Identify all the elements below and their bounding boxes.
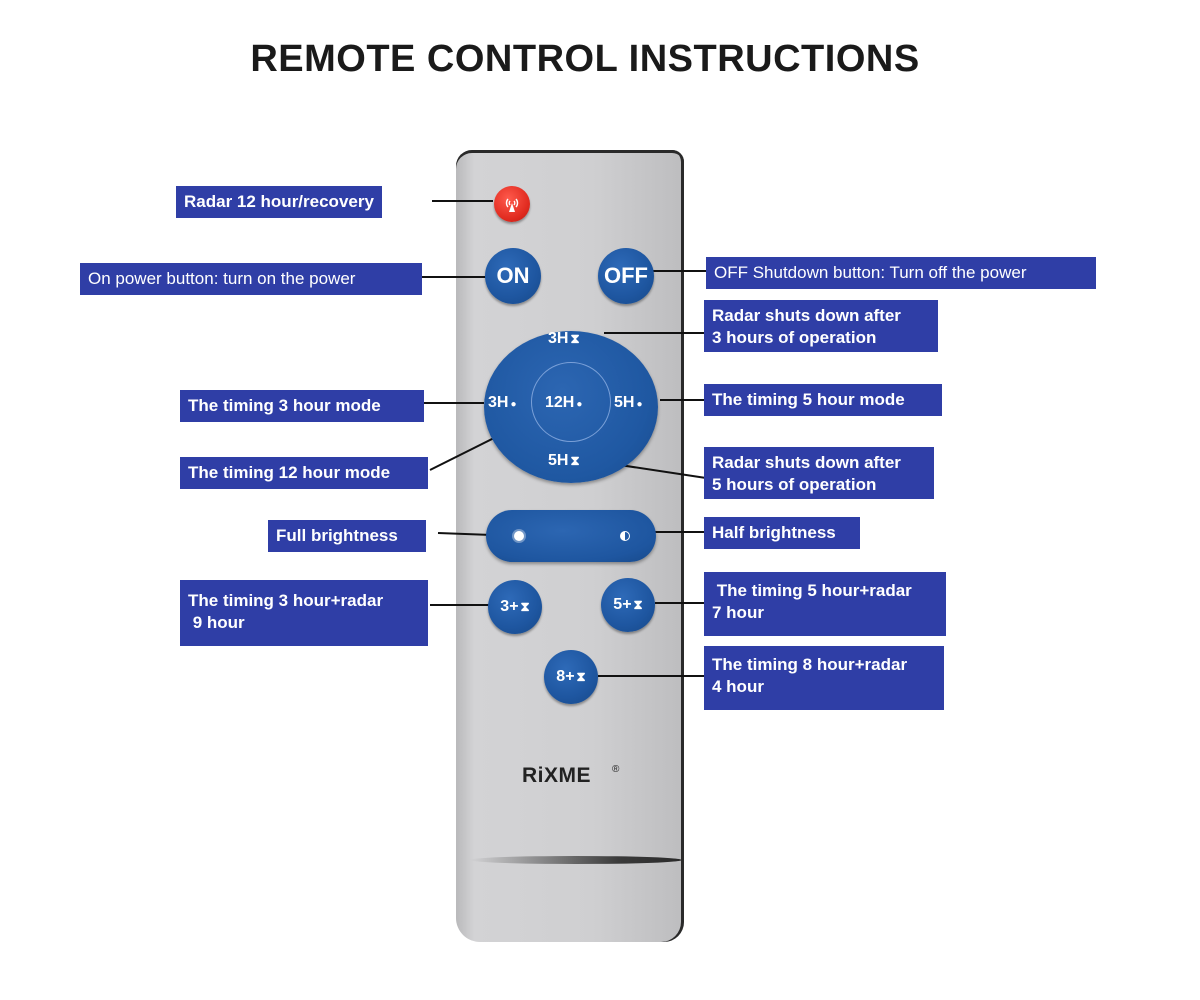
label-timing-5h-radar-line2: 7 hour — [712, 603, 764, 622]
brand-logo: RiXME — [522, 764, 592, 787]
radar-antenna-icon: ⧗ — [520, 599, 530, 614]
timing-5h-radar-label: 5+ — [613, 596, 632, 613]
page-title: REMOTE CONTROL INSTRUCTIONS — [250, 38, 920, 80]
registered-mark: ® — [612, 764, 620, 775]
dpad-top-label: 3H — [548, 330, 569, 347]
label-radar-3h-line1: Radar shuts down after — [712, 306, 901, 325]
dpad-bottom-5h-radar-button[interactable]: 5H⧗ — [548, 452, 580, 470]
label-timing-5h-radar-line1: The timing 5 hour+radar — [712, 581, 912, 600]
label-timing-3h: The timing 3 hour mode — [180, 390, 424, 422]
label-timing-12h: The timing 12 hour mode — [180, 457, 428, 489]
label-on-power: On power button: turn on the power — [80, 263, 422, 295]
dpad-right-label: 5H — [614, 394, 635, 411]
brightness-rocker[interactable] — [486, 510, 656, 562]
label-radar-5h-line2: 5 hours of operation — [712, 475, 877, 494]
label-off-power: OFF Shutdown button: Turn off the power — [706, 257, 1096, 289]
dpad-left-label: 3H — [488, 394, 509, 411]
label-timing-5h: The timing 5 hour mode — [704, 384, 942, 416]
label-timing-3h-radar: The timing 3 hour+radar 9 hour — [180, 580, 428, 646]
label-timing-8h-radar-line2: 4 hour — [712, 677, 764, 696]
label-radar-5h-line1: Radar shuts down after — [712, 453, 901, 472]
label-timing-8h-radar: The timing 8 hour+radar 4 hour — [704, 646, 944, 710]
off-button[interactable]: OFF — [598, 248, 654, 304]
dpad-center-ring — [531, 362, 611, 442]
timing-8h-radar-button[interactable]: 8+⧗ — [544, 650, 598, 704]
radar-antenna-icon — [505, 198, 519, 212]
label-timing-5h-radar: The timing 5 hour+radar 7 hour — [704, 572, 946, 636]
label-radar-3h-line2: 3 hours of operation — [712, 328, 877, 347]
timing-3h-radar-label: 3+ — [500, 598, 519, 615]
label-full-brightness: Full brightness — [268, 520, 426, 552]
dpad-left-3h-button[interactable]: 3H● — [488, 394, 517, 412]
radar-antenna-icon: ⧗ — [576, 669, 586, 684]
light-dot-icon: ● — [510, 399, 517, 410]
label-radar-3h: Radar shuts down after 3 hours of operat… — [704, 300, 938, 352]
dpad-bottom-label: 5H — [548, 452, 569, 469]
light-dot-icon: ● — [636, 399, 643, 410]
label-half-brightness: Half brightness — [704, 517, 860, 549]
dpad-right-5h-button[interactable]: 5H● — [614, 394, 643, 412]
dpad-center-12h-button[interactable]: 12H● — [545, 394, 582, 412]
line-full — [437, 532, 493, 536]
half-brightness-icon[interactable] — [620, 531, 630, 541]
radar-antenna-icon: ⧗ — [633, 597, 643, 612]
label-radar-recovery: Radar 12 hour/recovery — [176, 186, 382, 218]
label-timing-8h-radar-line1: The timing 8 hour+radar — [712, 655, 908, 674]
radar-recovery-button[interactable] — [494, 186, 530, 222]
light-dot-icon: ● — [576, 399, 583, 410]
label-timing-3h-radar-line1: The timing 3 hour+radar — [188, 591, 384, 610]
dpad-top-3h-radar-button[interactable]: 3H⧗ — [548, 330, 580, 348]
radar-antenna-icon: ⧗ — [570, 331, 580, 346]
label-timing-3h-radar-line2: 9 hour — [188, 613, 245, 632]
dpad-center-label: 12H — [545, 394, 575, 411]
radar-antenna-icon: ⧗ — [570, 453, 580, 468]
timing-3h-radar-button[interactable]: 3+⧗ — [488, 580, 542, 634]
timing-5h-radar-button[interactable]: 5+⧗ — [601, 578, 655, 632]
on-button[interactable]: ON — [485, 248, 541, 304]
timing-8h-radar-label: 8+ — [556, 668, 575, 685]
remote-bottom-shadow — [470, 856, 682, 864]
label-radar-5h: Radar shuts down after 5 hours of operat… — [704, 447, 934, 499]
full-brightness-icon[interactable] — [514, 531, 524, 541]
